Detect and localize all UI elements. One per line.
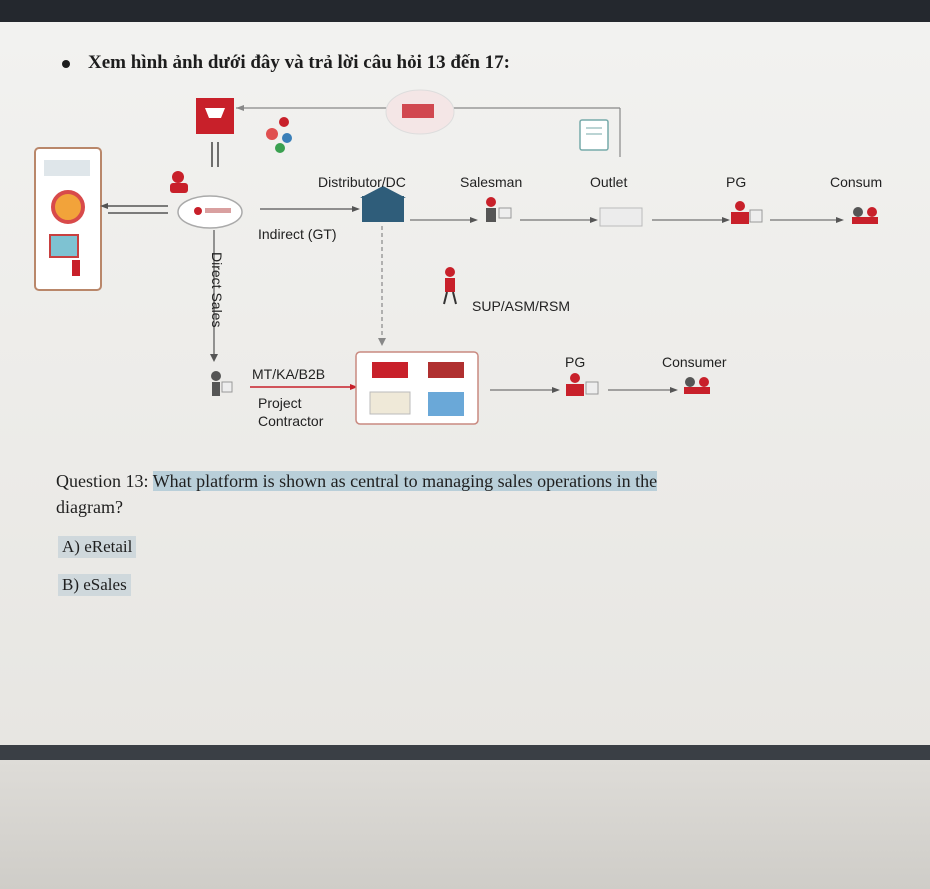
b2b-shop-icon — [369, 391, 411, 415]
question-text-line2: diagram? — [56, 497, 123, 517]
building-icon — [428, 392, 464, 416]
monitor-icon — [44, 160, 90, 176]
question-number: Question 13: — [56, 471, 149, 491]
mt-ka-b2b-label: MT/KA/B2B — [252, 366, 326, 382]
doc-icon — [72, 260, 80, 276]
integration-icon — [266, 128, 278, 140]
outlet-icon — [599, 207, 643, 227]
pie-chart-icon — [51, 190, 85, 224]
bullet-icon — [62, 59, 70, 68]
option-b[interactable]: B) eSales — [58, 574, 131, 596]
direct-sales-label: Direct Sales — [209, 252, 225, 328]
consumer-label: Consum — [830, 174, 883, 190]
indirect-label: Indirect (GT) — [258, 226, 337, 242]
distributor-label: Distributor/DC — [318, 174, 406, 190]
monitor-lower-frame — [0, 760, 930, 889]
pg-icon-2 — [570, 373, 580, 383]
distributor-warehouse-icon — [362, 196, 404, 222]
project-contractor-label: Project Contractor — [258, 395, 324, 429]
instruction-text: Xem hình ảnh dưới đây và trả lời câu hỏi… — [88, 52, 511, 73]
option-a[interactable]: A) eRetail — [58, 536, 137, 558]
salesman-label: Salesman — [460, 174, 523, 190]
admin-user-icon — [172, 171, 184, 183]
outlet-label: Outlet — [590, 174, 628, 190]
diagram-graphics — [34, 89, 878, 425]
pg-icon — [735, 201, 745, 211]
supervisor-icon — [445, 267, 455, 277]
pg-label-2: PG — [565, 354, 586, 370]
question-text-line1: What platform is shown as central to man… — [152, 471, 658, 491]
order-receipt-icon — [579, 119, 609, 151]
direct-salesman-icon — [211, 371, 221, 381]
mall-icon — [428, 362, 464, 378]
consumer-icon-2 — [685, 377, 695, 387]
supermarket-icon — [372, 362, 408, 378]
sales-flow-diagram: Indirect (GT) Direct Sales Distributor/D… — [0, 82, 930, 482]
document-page: Xem hình ảnh dưới đây và trả lời câu hỏi… — [0, 22, 930, 748]
monitor-bezel-divider — [0, 745, 930, 761]
question-block: Question 13: What platform is shown as c… — [56, 468, 816, 520]
supervisor-label: SUP/ASM/RSM — [472, 298, 571, 314]
consumer-icon — [853, 207, 863, 217]
instruction-heading: Xem hình ảnh dưới đây và trả lời câu hỏi… — [62, 52, 510, 74]
consumer-label-2: Consumer — [662, 354, 727, 370]
monitor-top-bezel — [0, 0, 930, 24]
analytics-icon — [49, 234, 79, 258]
salesman-icon — [486, 197, 496, 207]
pg-label: PG — [726, 174, 747, 190]
